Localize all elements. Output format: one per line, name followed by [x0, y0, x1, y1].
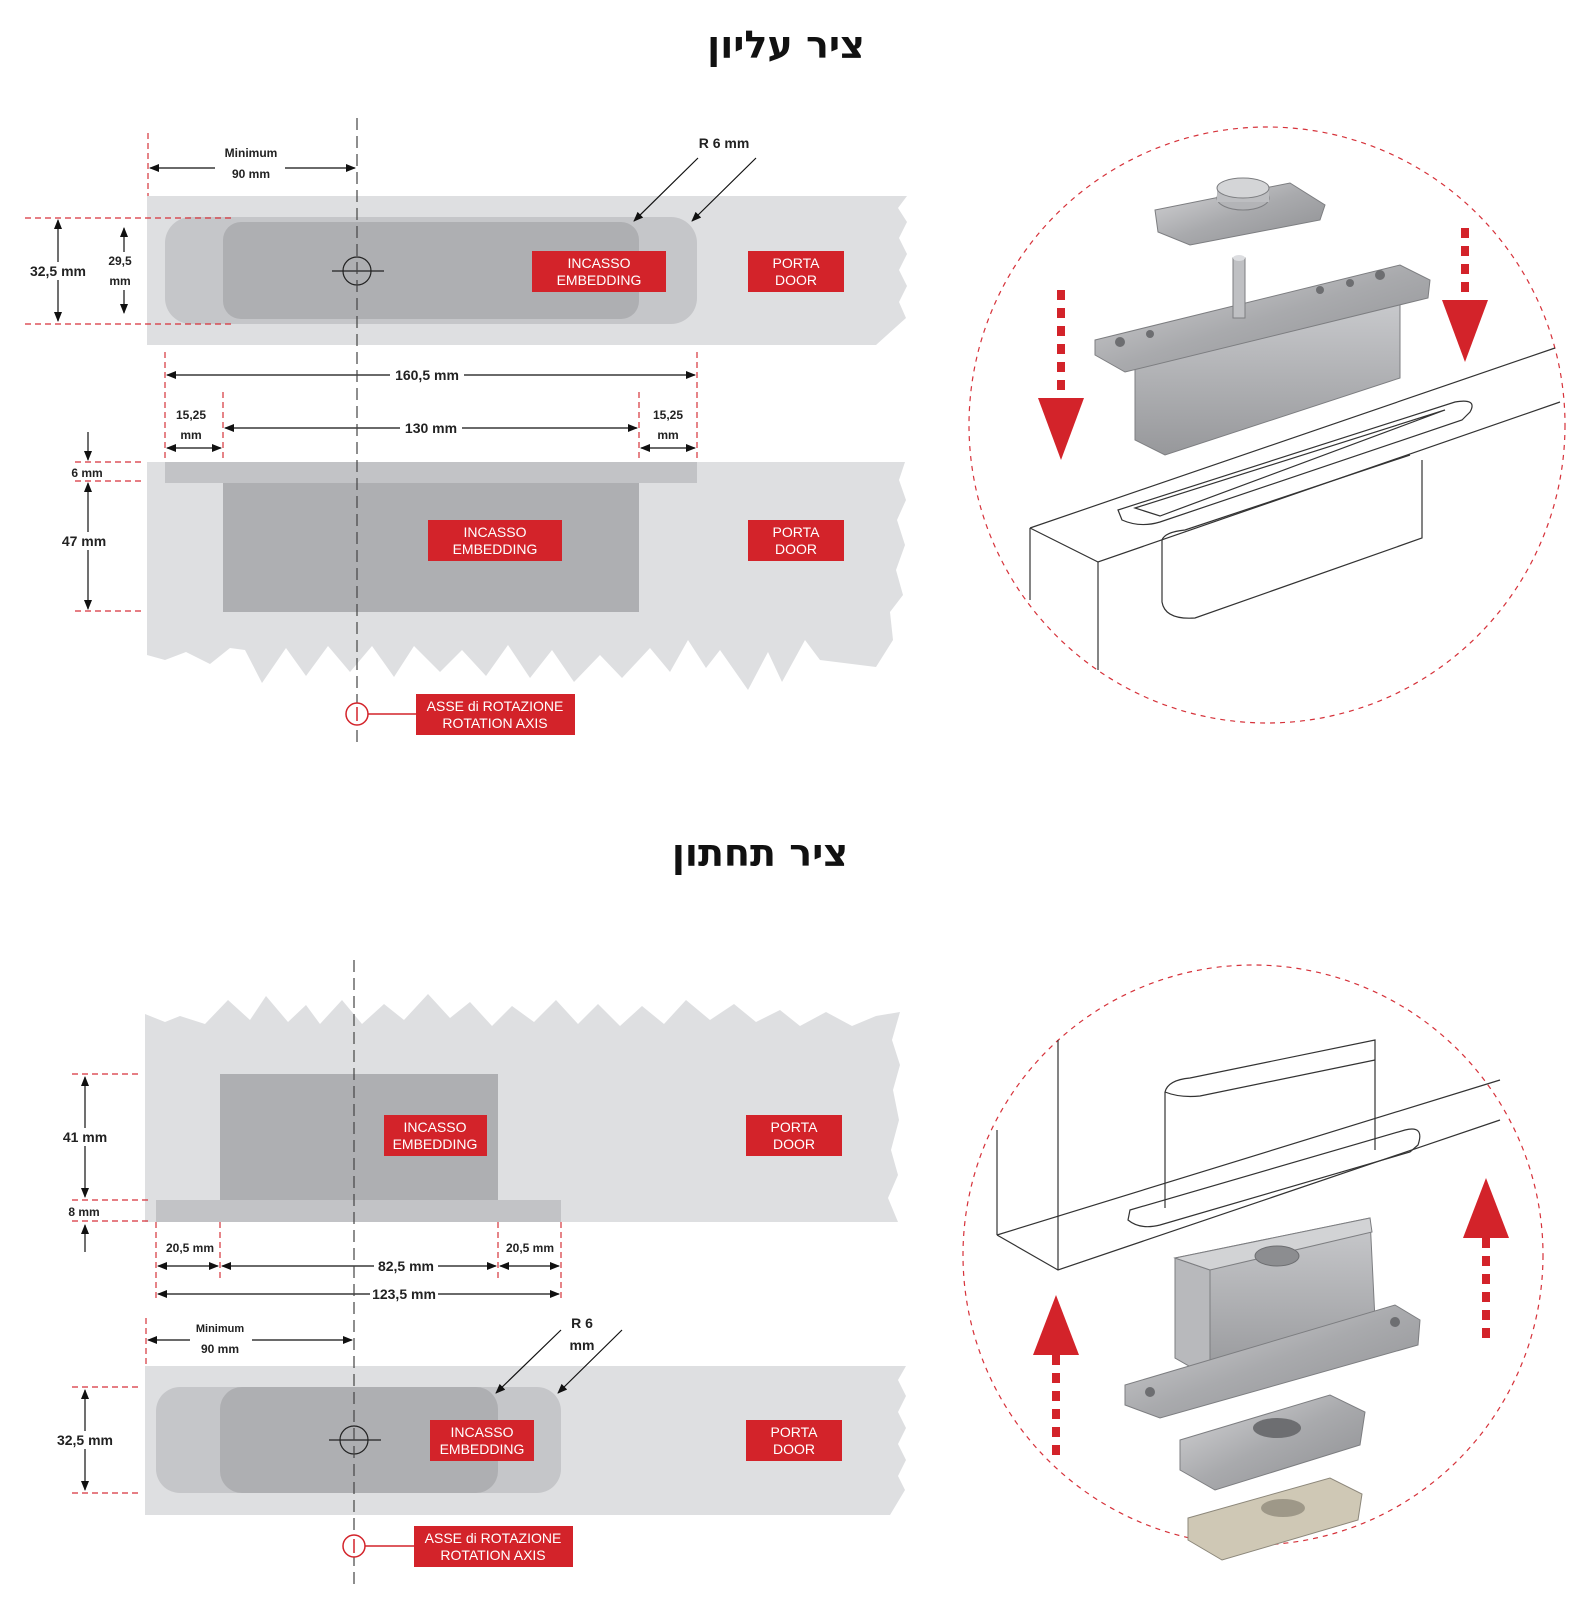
door-label [748, 520, 844, 561]
dim-82-5: 82,5 mm [378, 1258, 434, 1274]
dim-32-5: 32,5 mm [30, 263, 86, 279]
svg-text:mm: mm [657, 428, 678, 442]
dim-47: 47 mm [62, 533, 106, 549]
dim-32-5: 32,5 mm [57, 1432, 113, 1448]
embedding-label [532, 251, 666, 292]
svg-text:INCASSO: INCASSO [450, 1424, 513, 1440]
dim-130: 130 mm [405, 420, 457, 436]
top-rotation-axis-callout: ASSE di ROTAZIONE ROTATION AXIS [345, 694, 575, 735]
door-label [746, 1115, 842, 1156]
dim-90: 90 mm [201, 1342, 239, 1356]
svg-text:PORTA: PORTA [773, 255, 821, 271]
dim-15-25-left: 15,25 [176, 408, 206, 422]
svg-text:EMBEDDING: EMBEDDING [557, 272, 642, 288]
bottom-pivot-illustration [962, 964, 1544, 1561]
insert-arrow-right [1463, 1178, 1509, 1340]
door-outline [996, 1039, 1501, 1271]
door-label [748, 251, 844, 292]
top-plan-view: 32,5 mm 29,5 mm Minimum 90 mm R 6 mm INC… [25, 133, 907, 345]
svg-text:PORTA: PORTA [773, 524, 821, 540]
anchor-plate-part [1187, 1477, 1363, 1561]
bottom-rotation-axis-callout: ASSE di ROTAZIONE ROTATION AXIS [342, 1526, 573, 1567]
svg-text:EMBEDDING: EMBEDDING [453, 541, 538, 557]
svg-text:EMBEDDING: EMBEDDING [440, 1441, 525, 1457]
dim-29-5-unit: mm [109, 274, 130, 288]
axis-label [414, 1526, 573, 1567]
door-label [746, 1420, 842, 1461]
embedding-label [384, 1115, 487, 1156]
insert-arrow-left [1038, 290, 1084, 460]
top-pivot-title: ציר עליון [707, 23, 865, 67]
svg-text:mm: mm [180, 428, 201, 442]
svg-text:DOOR: DOOR [775, 541, 817, 557]
svg-text:ASSE di ROTAZIONE: ASSE di ROTAZIONE [425, 1530, 562, 1546]
svg-text:DOOR: DOOR [773, 1136, 815, 1152]
dim-r6: R 6 mm [699, 135, 750, 151]
dim-123-5: 123,5 mm [372, 1286, 436, 1302]
insert-arrow-right [1442, 228, 1488, 362]
dim-minimum: Minimum [225, 146, 278, 160]
svg-text:ASSE di ROTAZIONE: ASSE di ROTAZIONE [427, 698, 564, 714]
insert-arrow-left [1033, 1295, 1079, 1455]
svg-text:ROTATION AXIS: ROTATION AXIS [440, 1547, 545, 1563]
dim-41: 41 mm [63, 1129, 107, 1145]
dim-15-25-right: 15,25 [653, 408, 683, 422]
dim-minimum: Minimum [196, 1323, 244, 1335]
bottom-pivot-title: ציר תחתון [672, 831, 848, 875]
svg-text:EMBEDDING: EMBEDDING [393, 1136, 478, 1152]
door-outline [1029, 347, 1561, 670]
embedding-label [428, 520, 562, 561]
dim-r6: R 6 [571, 1315, 593, 1331]
bottom-plan-view: Minimum 90 mm 32,5 mm R 6 mm INCASSO EMB… [55, 1315, 906, 1515]
bottom-section-view: 41 mm 8 mm 20,5 mm 82,5 mm 20,5 mm 123,5… [60, 994, 900, 1303]
svg-text:ROTATION AXIS: ROTATION AXIS [442, 715, 547, 731]
dim-90: 90 mm [232, 167, 270, 181]
embedding-label [430, 1420, 534, 1461]
base-plate [156, 1200, 561, 1222]
svg-text:DOOR: DOOR [773, 1441, 815, 1457]
dim-29-5: 29,5 [108, 254, 132, 268]
dim-20-5-left: 20,5 mm [166, 1241, 214, 1255]
svg-text:INCASSO: INCASSO [403, 1119, 466, 1135]
floor-plate-part [1179, 1394, 1366, 1491]
svg-text:INCASSO: INCASSO [463, 524, 526, 540]
dim-r6-unit: mm [570, 1337, 595, 1353]
axis-label [416, 694, 575, 735]
svg-text:DOOR: DOOR [775, 272, 817, 288]
cover-plate-part [1154, 182, 1326, 246]
dim-6: 6 mm [71, 466, 102, 480]
top-pivot-illustration [968, 126, 1566, 724]
detail-circle [968, 126, 1566, 724]
top-section-view: 160,5 mm 130 mm 15,25 mm 15,25 mm 6 mm 4… [62, 352, 906, 690]
detail-circle [962, 964, 1544, 1546]
dim-8: 8 mm [68, 1205, 99, 1219]
base-plate-part [1124, 1304, 1421, 1419]
cover-plate [165, 462, 697, 483]
svg-text:PORTA: PORTA [771, 1424, 819, 1440]
embedding-pocket [223, 222, 639, 319]
svg-text:PORTA: PORTA [771, 1119, 819, 1135]
svg-text:INCASSO: INCASSO [567, 255, 630, 271]
dim-20-5-right: 20,5 mm [506, 1241, 554, 1255]
dim-160-5: 160,5 mm [395, 367, 459, 383]
